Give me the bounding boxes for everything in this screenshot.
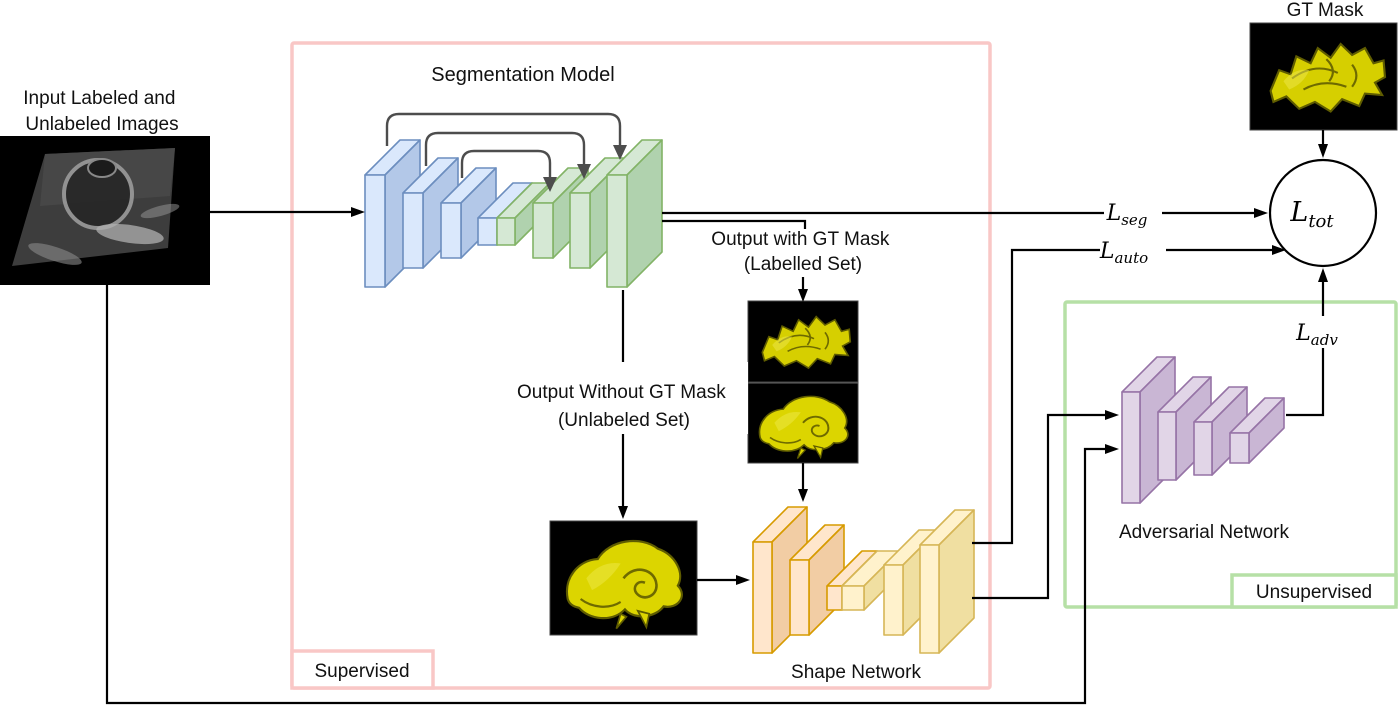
supervised-tag-box (290, 649, 435, 690)
shape-network (752, 506, 975, 654)
line-segmentation-output-branch (662, 219, 807, 229)
unsupervised-region (1063, 300, 1398, 609)
loss-seg-label: Lseg (1106, 201, 1148, 229)
loss-auto-label: Lauto (1099, 239, 1148, 267)
skip-arrowhead-icon (543, 177, 557, 192)
total-loss-node (1268, 158, 1378, 268)
adversarial-network-label: Adversarial Network (1119, 522, 1289, 543)
arrowhead-icon (1272, 245, 1286, 255)
label-backdrop (1296, 316, 1354, 348)
skip-connection (424, 131, 586, 166)
output-labeled-gtmask-image (747, 382, 859, 464)
adversarial-network (1121, 356, 1285, 504)
output-labeled-prediction-image (747, 300, 859, 383)
label-backdrop (1100, 236, 1166, 264)
shape-decoder-block (919, 509, 975, 654)
unsupervised-tag-box (1230, 573, 1398, 609)
arrowhead-icon (351, 207, 365, 217)
decoder-block (606, 139, 663, 288)
gt-mask-image (1249, 22, 1398, 131)
skip-connection (385, 112, 622, 146)
label-backdrop (1104, 198, 1162, 226)
arrowhead-icon (736, 575, 750, 585)
arrowhead-icon (798, 289, 808, 302)
supervised-label: Supervised (314, 661, 409, 682)
arrowhead-icon (1105, 410, 1119, 420)
supervised-region (290, 41, 992, 690)
gt-mask-label: GT Mask (1287, 0, 1364, 21)
output-without-gtmask-label: Output Without GT Mask (Unlabeled Set) (517, 382, 731, 431)
skip-connection (460, 149, 552, 178)
line-input-feedback-to-adversarial (105, 285, 1105, 705)
adversarial-block (1229, 397, 1285, 464)
loss-adv-label: Ladv (1295, 321, 1338, 349)
arrowhead-icon (1254, 208, 1268, 218)
arrowhead-icon (1318, 268, 1328, 282)
output-with-gtmask-label: Output with GT Mask (Labelled Set) (711, 229, 894, 275)
output-unlabeled-prediction-image (549, 520, 698, 636)
label-backdrop (502, 362, 748, 434)
skip-arrowhead-icon (613, 145, 627, 160)
arrowhead-icon (1105, 444, 1119, 454)
input-images-label: Input Labeled and Unlabeled Images (23, 88, 180, 135)
loss-total-label: Ltot (1289, 197, 1334, 232)
arrowhead-icon (618, 506, 628, 519)
ultrasound-image (0, 136, 210, 285)
segmentation-model (364, 112, 663, 288)
arrowhead-icon (1318, 144, 1328, 158)
skip-arrowhead-icon (577, 164, 591, 179)
shape-network-label: Shape Network (791, 662, 921, 683)
arrowhead-icon (798, 489, 808, 502)
unsupervised-label: Unsupervised (1256, 582, 1372, 603)
line-shape-to-adversarial (972, 413, 1105, 600)
segmentation-model-label: Segmentation Model (431, 64, 614, 86)
